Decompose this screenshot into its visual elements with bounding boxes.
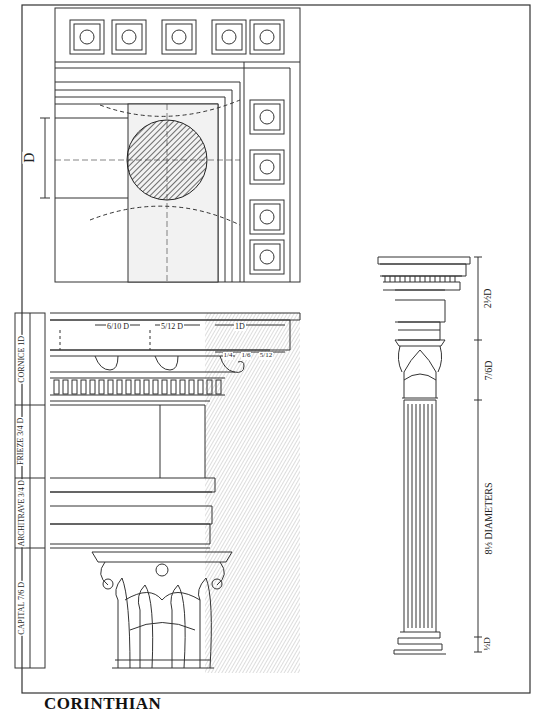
dimension-label: FRIEZE 3/4 D	[18, 416, 27, 465]
dimension-label: CAPITAL 7/6 D	[18, 581, 27, 636]
dimension-label: 8⅓ DIAMETERS	[482, 481, 493, 555]
dimension-label: ½D	[483, 636, 493, 651]
dimension-label: 5/12	[259, 352, 273, 360]
diameter-label: D	[22, 152, 37, 164]
dimension-label: 1D	[234, 323, 246, 332]
dimension-label: ARCHITRAVE 3/4 D	[18, 479, 26, 547]
caption: CORINTHIAN	[44, 694, 161, 714]
dimension-label: 1/4	[223, 352, 234, 360]
dimension-label: 5/12 D	[160, 323, 184, 332]
dimension-label: CORNICE 1D	[18, 335, 27, 384]
dimension-label: 7/6D	[483, 359, 494, 381]
dimension-label: 1/6	[241, 352, 252, 360]
dimension-label: 2½D	[482, 287, 493, 309]
dimension-label: 6/10 D	[106, 323, 130, 332]
